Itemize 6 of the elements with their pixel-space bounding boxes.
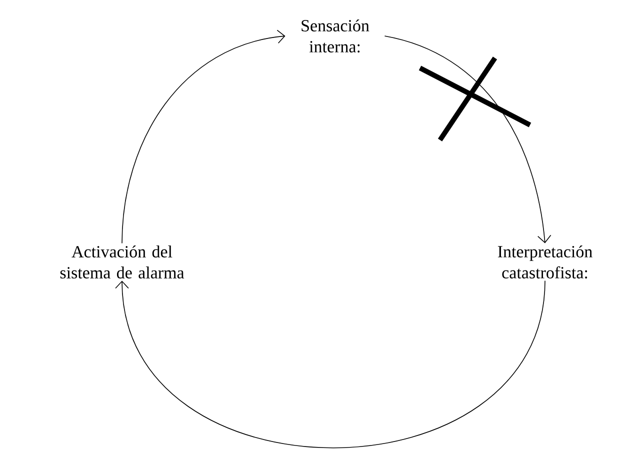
text-label: Sensación interna:: [302, 19, 370, 53]
arrow: [115, 280, 546, 448]
text-label: Activación del sistema de alarma: [60, 246, 184, 278]
arrow: [384, 36, 552, 244]
text-label: Interpretación catastrofista:: [498, 245, 592, 279]
arrow: [122, 30, 286, 244]
